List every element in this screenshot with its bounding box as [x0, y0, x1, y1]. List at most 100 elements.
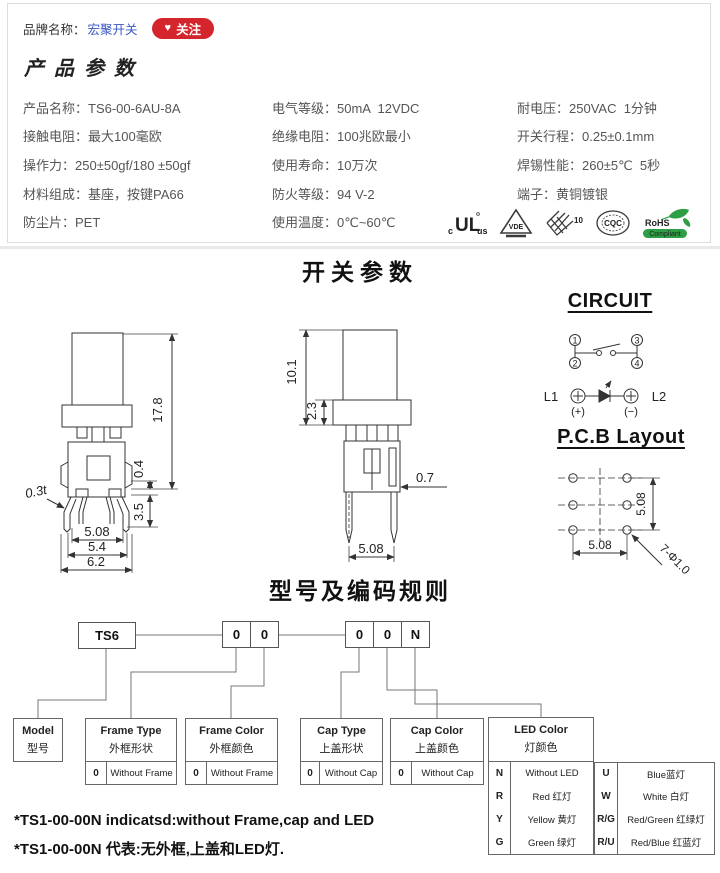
vde-icon: VDE	[499, 208, 533, 238]
footnote-zh: *TS1-00-00N 代表:无外框,上盖和LED灯.	[14, 841, 285, 858]
circuit-minus-label: (−)	[624, 406, 638, 418]
svg-text:Compliant: Compliant	[649, 231, 681, 238]
svg-text:UL: UL	[455, 215, 481, 236]
param-cell: 使用寿命：10万次	[272, 157, 378, 173]
front-view-drawing: 17.8 0.4 3.5 0.3t 5.08 5.4 6.2	[24, 332, 178, 574]
circuit-pin-1: 1	[572, 336, 577, 346]
cqc-icon: CQC	[596, 210, 630, 236]
code-cell: 0	[251, 621, 279, 648]
code-cell-ts6: TS6	[78, 622, 136, 649]
svg-text:RoHS: RoHS	[645, 218, 670, 228]
param-row: 材料组成：基座，按键PA66 防火等级：94 V-2 端子：黄铜镀银	[23, 179, 703, 208]
side-plunger	[342, 329, 398, 401]
param-cell: 材料组成：基座，按键PA66	[23, 186, 184, 202]
coding-rules-title: 型号及编码规则	[269, 578, 451, 604]
group-frame-type: Frame Type 外框形状 0 Without Frame	[85, 718, 177, 785]
param-cell: 开关行程：0.25±0.1mm	[517, 129, 655, 145]
certification-icons: c UL us VDE 10 CQC RoHS Compliant	[445, 204, 707, 242]
follow-label: 关注	[176, 22, 202, 37]
dim-front-pitch: 5.08	[84, 524, 109, 539]
param-cell: 操作力：250±50gf/180 ±50gf	[23, 157, 191, 173]
circuit-title: CIRCUIT	[567, 290, 653, 312]
code-box-cap-led: 0 0 N	[345, 621, 430, 648]
circuit-pin-2: 2	[572, 359, 577, 369]
circuit-pin-3: 3	[634, 336, 639, 346]
param-row: 接触电阻：最大100毫欧 绝缘电阻：100兆欧最小 开关行程：0.25±0.1m…	[23, 122, 703, 151]
param-cell: 绝缘电阻：100兆欧最小	[272, 129, 411, 145]
dim-front-width-inner: 5.4	[88, 539, 106, 554]
group-frame-color: Frame Color 外框颜色 0 Without Frame	[185, 718, 278, 785]
circuit-diagram: 1 3 2 4 L1 (+) (−) L2	[544, 334, 666, 418]
product-params-card: 品牌名称： 宏聚开关 ♥ 关注 产品参数 产品名称：TS6-00-6AU-8A …	[7, 3, 711, 243]
brand-label: 品牌名称：	[23, 22, 86, 37]
param-cell: 耐电压：250VAC 1分钟	[517, 100, 657, 116]
param-cell: 防尘片：PET	[23, 215, 101, 231]
param-row: 产品名称：TS6-00-6AU-8A 电气等级：50mA 12VDC 耐电压：2…	[23, 93, 703, 122]
group-led-color-right: U Blue蓝灯 W White 白灯 R/G Red/Green 红绿灯 R/…	[594, 762, 715, 855]
svg-text:c: c	[448, 226, 453, 236]
side-view-drawing: 10.1 2.3 0.7 5.08	[284, 329, 447, 562]
svg-text:10: 10	[574, 216, 583, 225]
front-collar	[61, 404, 133, 428]
section-divider	[0, 246, 720, 249]
group-led-color: LED Color 灯颜色 N Without LED R Red 红灯 Y Y…	[488, 717, 594, 855]
param-cell: 接触电阻：最大100毫欧	[23, 129, 162, 145]
circuit-plus-label: (+)	[571, 406, 585, 418]
dim-side-collar: 2.3	[304, 402, 319, 420]
brand-link[interactable]: 宏聚开关	[87, 22, 138, 37]
param-row: 防尘片：PET 使用温度：0℃~60℃	[23, 207, 703, 236]
ul-icon: c UL us	[448, 212, 488, 236]
dim-front-plate: 0.3t	[24, 482, 50, 501]
heart-icon: ♥	[164, 21, 172, 34]
group-cap-type: Cap Type 上盖形状 0 Without Cap	[300, 718, 383, 785]
rohs-icon: RoHS Compliant	[643, 208, 691, 238]
product-params-title: 产品参数	[24, 58, 144, 80]
circuit-l1-label: L1	[544, 389, 558, 404]
svg-text:CQC: CQC	[604, 219, 622, 228]
pcb-dim-horizontal: 5.08	[588, 538, 612, 552]
param-grid: 产品名称：TS6-00-6AU-8A 电气等级：50mA 12VDC 耐电压：2…	[23, 93, 703, 236]
param-cell: 使用温度：0℃~60℃	[272, 215, 396, 231]
code-cell: 0	[374, 621, 402, 648]
dim-side-pitch: 5.08	[358, 541, 383, 556]
param-cell: 端子：黄铜镀银	[517, 186, 609, 202]
footnote-en: *TS1-00-00N indicatsd:without Frame,cap …	[14, 812, 375, 829]
dim-front-travel: 0.4	[131, 460, 146, 478]
dim-front-leg: 3.5	[131, 503, 146, 521]
led-table-left: N Without LED R Red 红灯 Y Yellow 黄灯 G Gre…	[488, 762, 594, 855]
dim-front-height: 17.8	[150, 397, 165, 422]
group-model: Model 型号	[13, 718, 63, 762]
param-cell: 焊锡性能：260±5℃ 5秒	[517, 157, 661, 173]
front-leg-right	[116, 496, 130, 533]
param-cell: 产品名称：TS6-00-6AU-8A	[23, 100, 181, 116]
enec-icon: 10	[546, 210, 583, 236]
code-cell: 0	[345, 621, 374, 648]
code-cell: N	[402, 621, 430, 648]
front-leg-left	[63, 496, 77, 533]
dim-side-pin-width: 0.7	[416, 470, 434, 485]
code-box-model: TS6	[78, 622, 136, 649]
dim-side-height: 10.1	[284, 359, 299, 384]
side-body	[343, 440, 401, 493]
side-collar	[332, 399, 412, 426]
pcb-layout-diagram: 5.08 5.08 7-Φ1.0	[558, 468, 693, 577]
param-cell: 电气等级：50mA 12VDC	[272, 100, 420, 116]
param-cell: 防火等级：94 V-2	[272, 186, 375, 202]
group-cap-color: Cap Color 上盖颜色 0 Without Cap	[390, 718, 484, 785]
follow-button[interactable]: ♥ 关注	[151, 17, 215, 39]
svg-text:VDE: VDE	[509, 224, 524, 231]
front-plunger	[71, 332, 124, 406]
side-leg-left	[345, 492, 353, 544]
side-leg-right	[390, 492, 398, 544]
param-row: 操作力：250±50gf/180 ±50gf 使用寿命：10万次 焊锡性能：26…	[23, 150, 703, 179]
svg-text:us: us	[477, 226, 488, 236]
dim-front-width-outer: 6.2	[87, 554, 105, 569]
brand-row: 品牌名称： 宏聚开关 ♥ 关注	[23, 17, 215, 39]
circuit-pin-4: 4	[634, 359, 639, 369]
code-box-frame: 0 0	[222, 621, 279, 648]
code-cell: 0	[222, 621, 251, 648]
switch-params-title: 开关参数	[302, 259, 418, 285]
front-body	[67, 441, 126, 498]
pcb-dim-vertical: 5.08	[634, 492, 648, 516]
pcb-layout-title: P.C.B Layout	[557, 426, 685, 448]
